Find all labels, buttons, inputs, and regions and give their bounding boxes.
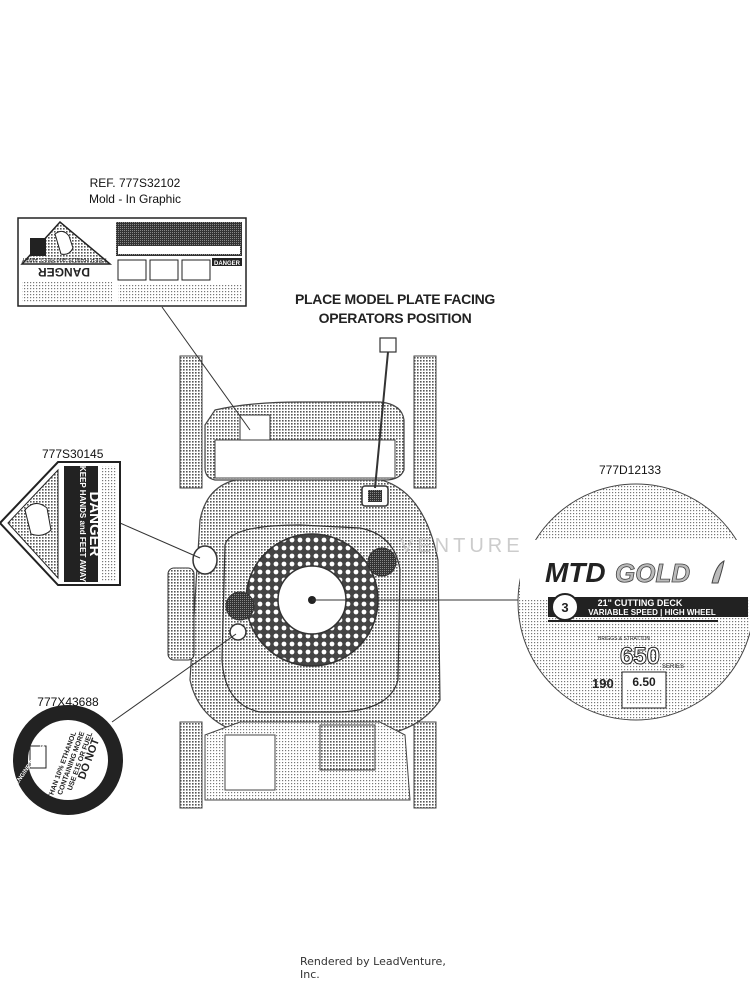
danger-text: KEEP HANDS and FEET AWAY [78,466,87,583]
danger-hand-icon [24,503,52,536]
ref-danger-text: KEEP HANDS and FEET AWAY [21,256,106,262]
watermark-text: VENTURE [400,535,524,557]
side-discharge [167,567,195,661]
fuel-decal: DO NOT USE E15 OR FUEL CONTAINING MORE T… [0,705,123,815]
front-left-wheel [179,721,203,809]
model-plate-line-1: PLACE MODEL PLATE FACING [295,291,495,307]
fuel-decal-part-number: 777X43688 [37,695,99,709]
leader-danger-decal [119,522,201,559]
mtd-gold-decal: MTD GOLD 3 21" CUTTING DECK VARIABLE SPE… [517,483,750,721]
bumper-window-left [224,734,276,791]
engine-cc: 190 [592,676,614,691]
danger-decal: DANGER KEEP HANDS and FEET AWAY [0,461,121,586]
model-plate-marker [379,337,397,353]
bumper-window-right [319,724,376,771]
leader-ref-decal [161,306,251,431]
danger-decal-spot [192,545,218,575]
oil-cap [367,547,397,577]
rear-left-wheel [179,355,203,489]
engine-series: 650 [620,643,660,670]
engine-brand: BRIGGS & STRATTON [598,636,650,642]
ref-small-danger: DANGER [214,261,241,267]
danger-decal-part-number: 777S30145 [42,447,104,461]
mtd-brand: MTD [545,557,606,588]
rear-right-wheel [413,355,437,489]
engine-torque: 6.50 [632,675,656,689]
leader-model-plate [374,351,389,489]
gold-decal-part-number: 777D12133 [598,463,662,477]
ref-danger-word: DANGER [38,265,90,279]
model-plate-area [214,439,396,479]
warranty-number: 3 [561,600,568,615]
ref-decal-spot [239,414,271,441]
model-plate-instruction: PLACE MODEL PLATE FACING OPERATORS POSIT… [270,290,520,328]
ref-part-number: REF. 777S32102 [89,176,181,190]
series-word: SERIES [662,664,684,670]
drive-type: VARIABLE SPEED | HIGH WHEEL [588,608,716,617]
gold-brand: GOLD [615,558,690,588]
model-plate-line-2: OPERATORS POSITION [318,310,472,326]
ref-decal: DANGER KEEP HANDS and FEET AWAY DANGER [17,217,247,307]
fuel-can-icon [29,745,47,769]
front-right-wheel [413,721,437,809]
hand-warning-icon [54,230,74,255]
fuel-decal-spot [229,623,247,641]
deck-size: 21" CUTTING DECK [598,598,683,608]
danger-word: DANGER [86,491,103,556]
leader-fuel-decal [111,633,237,723]
fuel-cap [225,591,255,621]
ref-part-subtitle: Mold - In Graphic [88,192,182,206]
